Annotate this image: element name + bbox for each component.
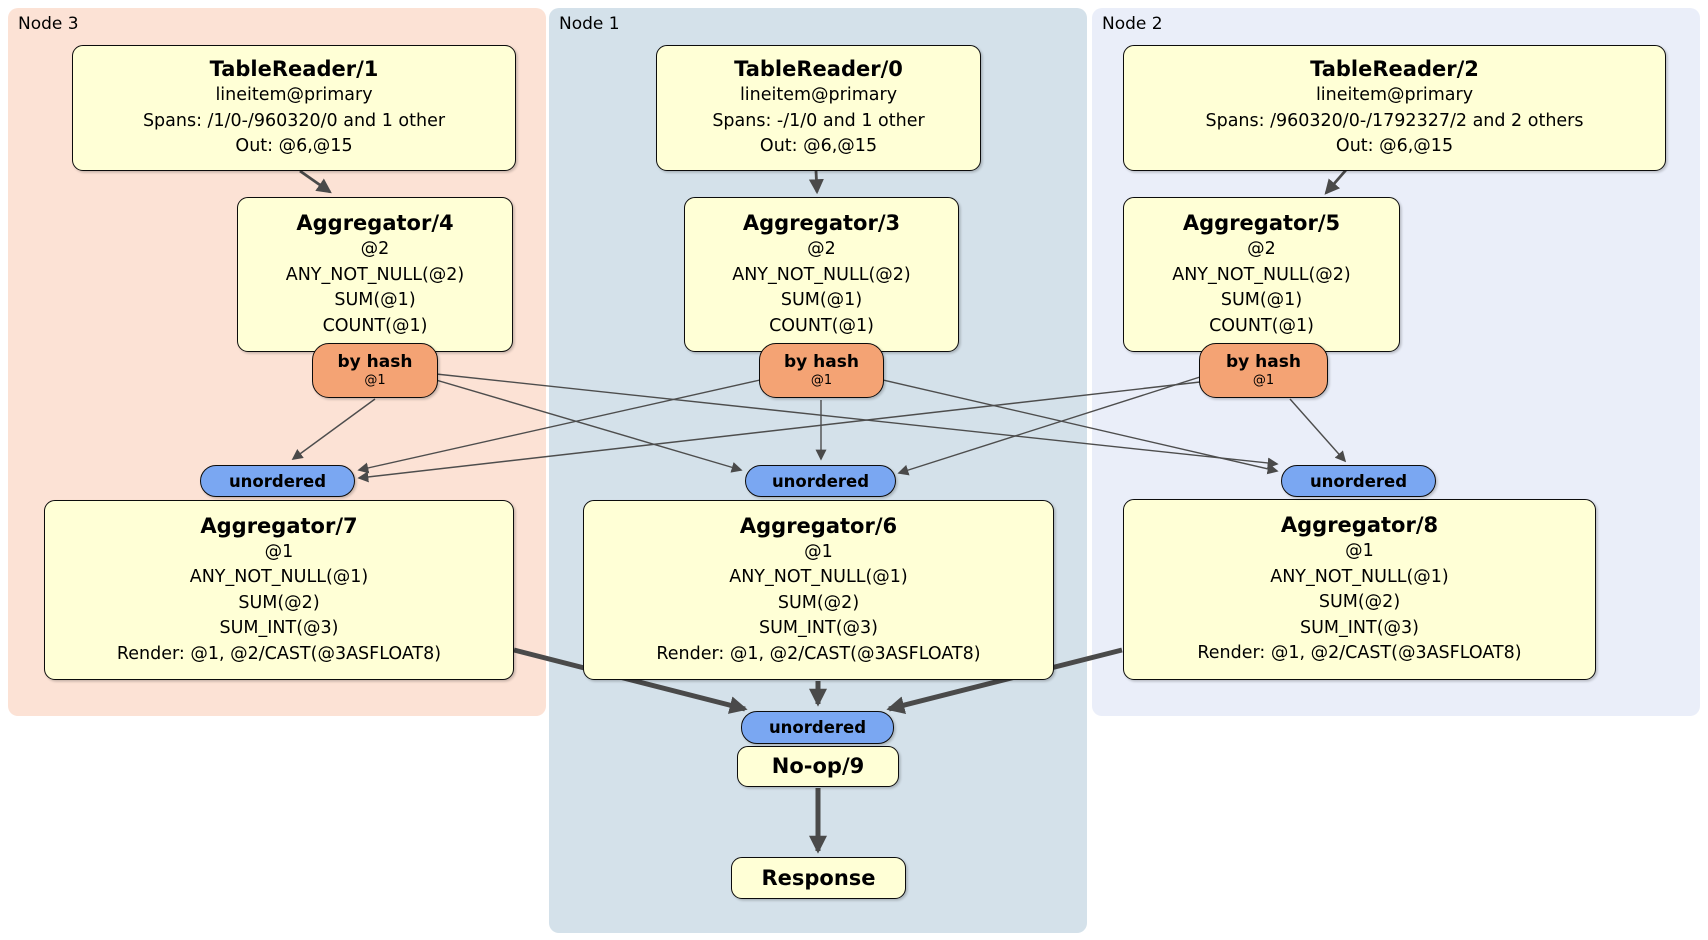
box-line: COUNT(@1) [322, 315, 428, 336]
router-by-hash-4: by hash @1 [312, 343, 438, 398]
box-line: ANY_NOT_NULL(@1) [729, 567, 908, 588]
box-line: COUNT(@1) [769, 315, 874, 336]
region-node2-label: Node 2 [1102, 14, 1163, 34]
sync-label: unordered [1309, 471, 1408, 491]
box-title: Aggregator/6 [739, 513, 898, 538]
box-aggregator-4: Aggregator/4 @2 ANY_NOT_NULL(@2) SUM(@1)… [237, 197, 513, 352]
box-line: Spans: -/1/0 and 1 other [712, 110, 925, 131]
region-node1-label: Node 1 [559, 14, 620, 34]
box-line: Spans: /960320/0-/1792327/2 and 2 others [1205, 110, 1584, 131]
router-by-hash-5: by hash @1 [1199, 343, 1328, 398]
box-line: ANY_NOT_NULL(@2) [285, 264, 465, 285]
box-aggregator-7: Aggregator/7 @1 ANY_NOT_NULL(@1) SUM(@2)… [44, 500, 514, 680]
router-detail: @1 [810, 373, 833, 388]
router-label: by hash [784, 352, 859, 372]
box-line: lineitem@primary [215, 85, 373, 106]
edge-byhash5-unordered8 [1289, 398, 1347, 463]
box-line: SUM(@1) [780, 290, 863, 310]
box-tablereader-0: TableReader/0 lineitem@primary Spans: -/… [656, 45, 981, 171]
sync-label: unordered [768, 718, 867, 737]
box-line: @2 [1247, 239, 1276, 259]
router-label: by hash [1226, 352, 1301, 372]
sync-unordered-9: unordered [741, 711, 894, 744]
box-aggregator-5: Aggregator/5 @2 ANY_NOT_NULL(@2) SUM(@1)… [1123, 197, 1400, 352]
box-line: Out: @6,@15 [1335, 136, 1454, 157]
edge-byhash5-unordered7 [357, 381, 1201, 483]
box-line: Out: @6,@15 [235, 136, 353, 157]
box-aggregator-8: Aggregator/8 @1 ANY_NOT_NULL(@1) SUM(@2)… [1123, 499, 1596, 680]
box-response: Response [731, 857, 906, 899]
router-by-hash-3: by hash @1 [759, 343, 884, 398]
router-detail: @1 [364, 373, 386, 388]
router-label: by hash [337, 352, 413, 372]
box-tablereader-2: TableReader/2 lineitem@primary Spans: /9… [1123, 45, 1666, 171]
box-line: SUM_INT(@3) [1300, 617, 1419, 638]
box-line: Render: @1, @2/CAST(@3ASFLOAT8) [1197, 643, 1522, 664]
box-line: lineitem@primary [739, 85, 898, 106]
box-noop-9: No-op/9 [737, 746, 899, 787]
box-aggregator-3: Aggregator/3 @2 ANY_NOT_NULL(@2) SUM(@1)… [684, 197, 959, 352]
box-tablereader-1: TableReader/1 lineitem@primary Spans: /1… [72, 45, 516, 171]
box-line: SUM(@1) [334, 290, 416, 310]
box-line: @1 [804, 541, 833, 562]
box-line: SUM(@1) [1220, 290, 1303, 310]
box-line: SUM(@2) [1318, 592, 1401, 613]
edge-byhash4-unordered8 [435, 373, 1279, 469]
box-line: ANY_NOT_NULL(@2) [1172, 264, 1351, 285]
box-line: Spans: /1/0-/960320/0 and 1 other [142, 110, 446, 131]
box-title: TableReader/2 [1310, 57, 1479, 82]
box-title: Aggregator/8 [1280, 513, 1439, 538]
box-line: ANY_NOT_NULL(@1) [189, 567, 369, 588]
box-line: @2 [360, 239, 390, 259]
box-title: TableReader/1 [209, 57, 379, 82]
box-title: Aggregator/5 [1182, 211, 1341, 235]
box-title: TableReader/0 [734, 57, 903, 82]
edge-byhash4-unordered7 [291, 398, 376, 460]
edge-tablereader1-aggregator4 [299, 169, 332, 194]
box-line: SUM_INT(@3) [759, 618, 878, 639]
sync-label: unordered [228, 471, 327, 491]
box-title: Aggregator/4 [296, 211, 454, 235]
box-line: Render: @1, @2/CAST(@3ASFLOAT8) [656, 643, 981, 664]
box-line: @2 [807, 239, 836, 259]
edge-tablereader2-aggregator5 [1324, 169, 1348, 195]
box-line: @1 [1345, 541, 1374, 562]
box-title: Aggregator/3 [742, 211, 901, 235]
box-line: SUM_INT(@3) [219, 618, 339, 639]
box-line: SUM(@2) [777, 592, 860, 613]
edge-byhash4-unordered6 [435, 379, 743, 473]
box-aggregator-6: Aggregator/6 @1 ANY_NOT_NULL(@1) SUM(@2)… [583, 500, 1054, 680]
box-title: No-op/9 [771, 754, 865, 778]
sync-label: unordered [771, 471, 870, 491]
sync-unordered-8: unordered [1281, 465, 1436, 497]
edge-byhash5-unordered6 [897, 376, 1201, 476]
region-node3-label: Node 3 [18, 14, 79, 34]
edge-tablereader0-aggregator3 [808, 170, 824, 195]
box-line: SUM(@2) [238, 592, 320, 613]
box-line: Render: @1, @2/CAST(@3ASFLOAT8) [116, 643, 442, 664]
router-detail: @1 [1252, 373, 1275, 388]
box-title: Response [761, 865, 876, 890]
box-line: ANY_NOT_NULL(@1) [1270, 566, 1449, 587]
box-line: COUNT(@1) [1209, 315, 1314, 336]
sync-unordered-6: unordered [745, 465, 896, 497]
edge-byhash3-unordered8 [882, 379, 1279, 475]
box-line: ANY_NOT_NULL(@2) [732, 264, 911, 285]
sync-unordered-7: unordered [200, 465, 355, 497]
box-line: @1 [264, 541, 294, 562]
box-line: lineitem@primary [1315, 85, 1474, 106]
box-line: Out: @6,@15 [759, 136, 878, 157]
edge-byhash3-unordered7 [357, 379, 761, 474]
box-title: Aggregator/7 [200, 513, 358, 538]
